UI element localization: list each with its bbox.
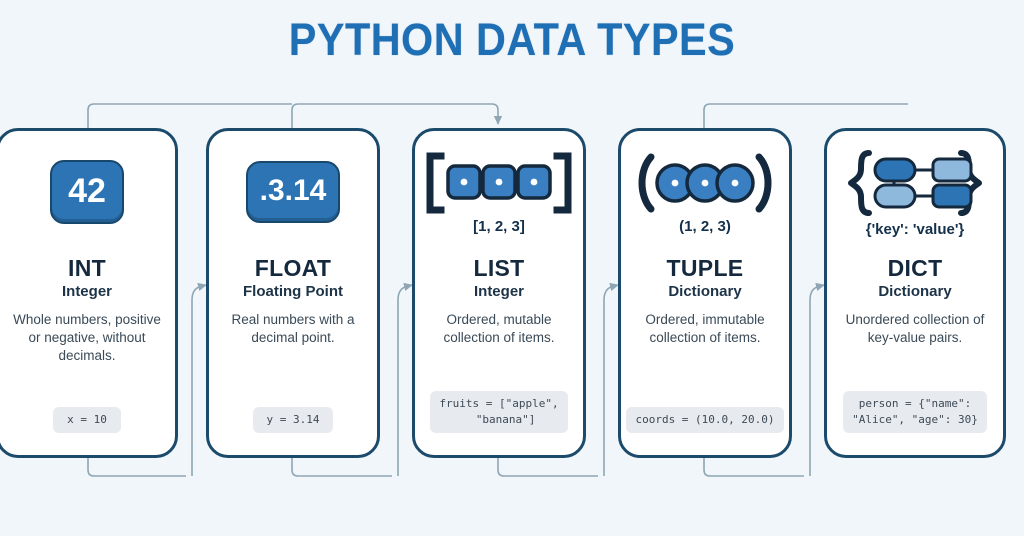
card-type-subtitle: Floating Point: [243, 283, 343, 300]
card-type-name: LIST: [473, 255, 525, 281]
dict-icon-area: {'key': 'value'}: [827, 131, 1003, 247]
list-icon-area: [1, 2, 3]: [415, 131, 583, 247]
float-icon-area: .3.14: [209, 131, 377, 247]
card-tuple[interactable]: (1, 2, 3) TUPLE Dictionary Ordered, immu…: [618, 128, 792, 458]
card-description: Ordered, mutable collection of items.: [443, 312, 555, 345]
card-code-snippet: fruits = ["apple", "banana"]: [430, 391, 568, 433]
card-float[interactable]: .3.14 FLOAT Floating Point Real numbers …: [206, 128, 380, 458]
card-type-name: INT: [68, 255, 106, 281]
card-code-snippet: coords = (10.0, 20.0): [626, 407, 784, 433]
card-description: Real numbers with a decimal point.: [231, 312, 355, 345]
float-number-badge: .3.14: [245, 161, 341, 223]
card-description: Ordered, immutable collection of items.: [645, 312, 765, 345]
card-dict[interactable]: {'key': 'value'} DICT Dictionary Unorder…: [824, 128, 1006, 458]
tuple-glyph-caption: (1, 2, 3): [679, 217, 731, 235]
card-code-snippet: x = 10: [53, 407, 121, 433]
card-type-subtitle: Dictionary: [668, 283, 742, 300]
list-brackets-icon: [423, 150, 575, 216]
int-icon-area: 42: [0, 131, 175, 247]
card-code-snippet: y = 3.14: [252, 407, 334, 433]
card-type-name: TUPLE: [666, 255, 744, 281]
card-type-name: DICT: [887, 255, 943, 281]
int-number-badge: 42: [50, 160, 124, 224]
dict-glyph-caption: {'key': 'value'}: [865, 220, 965, 238]
card-type-name: FLOAT: [254, 255, 332, 281]
card-type-subtitle: Integer: [473, 283, 524, 300]
card-description: Whole numbers, positive or negative, wit…: [13, 312, 161, 363]
list-glyph-caption: [1, 2, 3]: [473, 217, 525, 235]
dict-braces-icon: [839, 147, 991, 219]
page-title: PYTHON DATA TYPES: [288, 14, 736, 65]
tuple-parentheses-icon: [629, 150, 781, 216]
tuple-icon-area: (1, 2, 3): [621, 131, 789, 247]
card-list[interactable]: [1, 2, 3] LIST Integer Ordered, mutable …: [412, 128, 586, 458]
card-description: Unordered collection of key-value pairs.: [845, 312, 985, 345]
card-type-subtitle: Integer: [61, 283, 112, 300]
card-code-snippet: person = {"name": "Alice", "age": 30}: [843, 391, 987, 433]
card-int[interactable]: 42 INT Integer Whole numbers, positive o…: [0, 128, 178, 458]
card-type-subtitle: Dictionary: [878, 283, 952, 300]
